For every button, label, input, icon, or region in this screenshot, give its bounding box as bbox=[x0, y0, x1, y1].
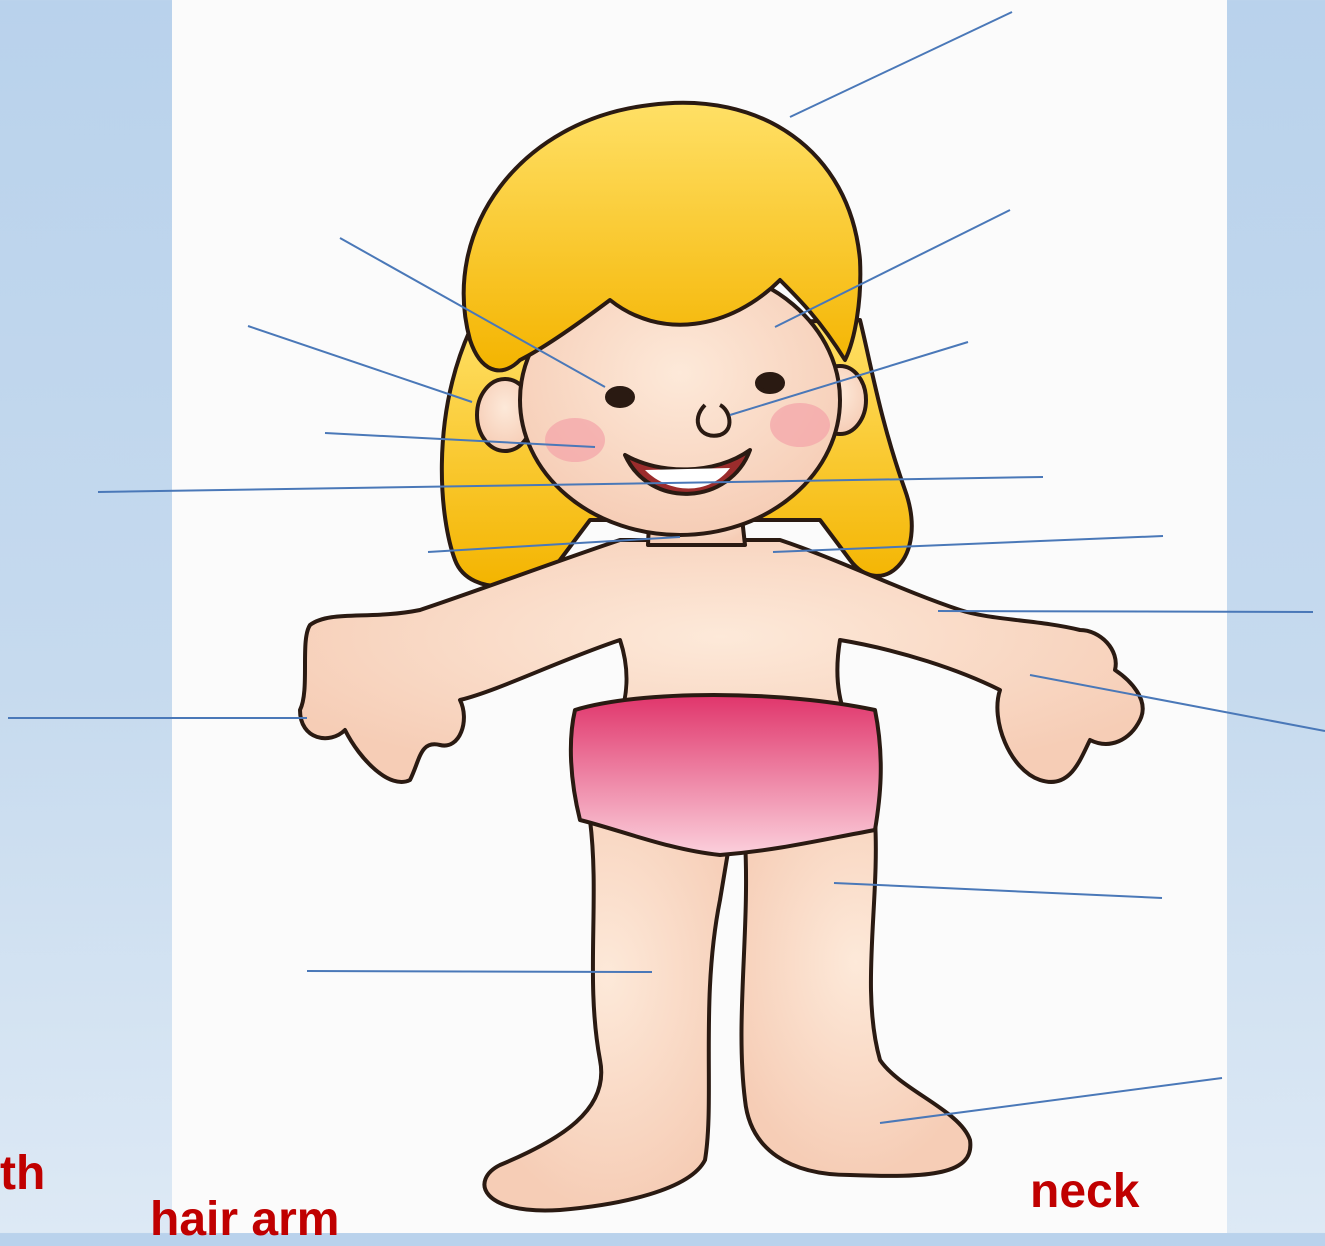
word-neck[interactable]: neck bbox=[1030, 1168, 1139, 1216]
word-fragment-left-top: th bbox=[0, 1150, 45, 1198]
left-cheek bbox=[545, 418, 605, 462]
leader-line-knee bbox=[307, 971, 652, 972]
right-cheek bbox=[770, 403, 830, 447]
underwear bbox=[571, 695, 881, 855]
word-hair-arm[interactable]: hair arm bbox=[150, 1196, 339, 1244]
left-eye bbox=[607, 388, 633, 406]
right-eye bbox=[757, 374, 783, 392]
leader-line-arm bbox=[938, 611, 1313, 612]
